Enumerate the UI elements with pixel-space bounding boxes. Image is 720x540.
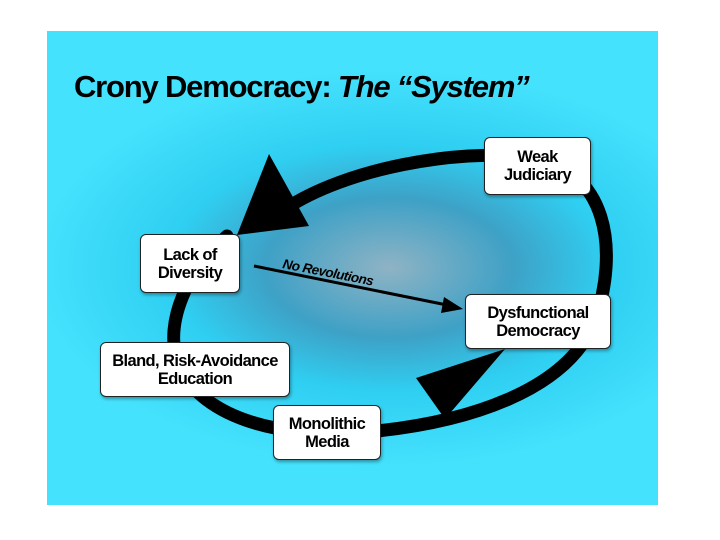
- cycle-arrowhead-upper: [237, 154, 309, 235]
- no-revolutions-label: No Revolutions: [281, 256, 375, 288]
- cycle-arrowhead-lower: [416, 349, 505, 419]
- node-lack-of-diversity: Lack of Diversity: [140, 234, 240, 293]
- slide-title: Crony Democracy: The “System”: [74, 69, 530, 104]
- no-revolutions-arrowhead: [441, 297, 463, 313]
- node-weak-judiciary: Weak Judiciary: [484, 137, 591, 195]
- node-dysfunctional-democracy: Dysfunctional Democracy: [465, 294, 611, 349]
- slide: Crony Democracy: The “System” No Revolut…: [47, 31, 658, 505]
- node-monolithic-media: Monolithic Media: [273, 405, 381, 460]
- node-bland-education: Bland, Risk-Avoidance Education: [100, 342, 290, 397]
- title-main: Crony Democracy:: [74, 69, 338, 104]
- no-revolutions-arrow-shaft: [253, 264, 448, 307]
- title-emphasis: The “System”: [337, 69, 530, 104]
